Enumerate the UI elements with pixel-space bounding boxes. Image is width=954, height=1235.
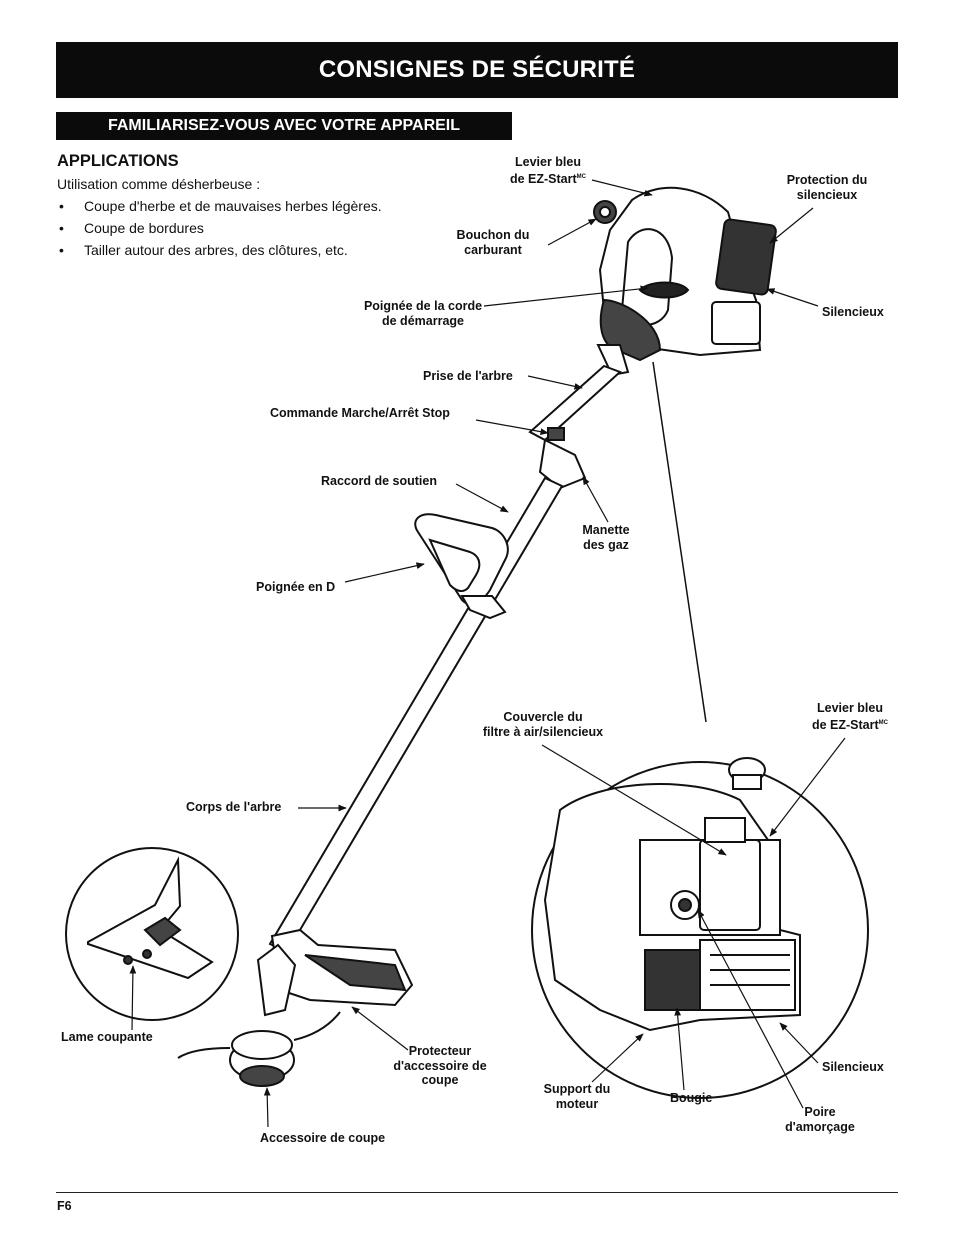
label-silencieux-detail: Silencieux: [822, 1060, 884, 1074]
bullet-icon: •: [59, 242, 64, 258]
list-item: •Coupe de bordures: [59, 220, 204, 236]
label-protection-silencieux: Protection du silencieux: [786, 173, 868, 202]
label-corps-arbre: Corps de l'arbre: [186, 800, 282, 814]
label-support-moteur: Support du moteur: [543, 1082, 611, 1111]
bullet-icon: •: [59, 198, 64, 214]
section-heading: FAMILIARISEZ-VOUS AVEC VOTRE APPAREIL: [56, 112, 512, 140]
bullet-icon: •: [59, 220, 64, 236]
callout-arrows: [129, 179, 846, 1128]
label-bouchon-carburant: Bouchon du carburant: [456, 228, 530, 257]
applications-list: •Coupe d'herbe et de mauvaises herbes lé…: [57, 198, 382, 264]
page-number: F6: [57, 1199, 72, 1213]
engine-detail-inset: [531, 757, 869, 1099]
list-item: •Coupe d'herbe et de mauvaises herbes lé…: [59, 198, 382, 214]
list-item: •Tailler autour des arbres, des clôtures…: [59, 242, 348, 258]
applications-intro: Utilisation comme désherbeuse :: [57, 176, 261, 192]
applications-heading: APPLICATIONS: [57, 152, 179, 170]
shaft-illustration: [268, 364, 622, 954]
engine-illustration: [593, 186, 777, 377]
label-poignee-corde: Poignée de la corde de démarrage: [363, 299, 483, 328]
label-prise-arbre: Prise de l'arbre: [423, 369, 513, 383]
label-accessoire-coupe: Accessoire de coupe: [260, 1131, 386, 1145]
label-couvercle-filtre: Couvercle du filtre à air/silencieux: [482, 710, 604, 739]
label-commande-marche-arret: Commande Marche/Arrêt Stop: [270, 406, 450, 420]
label-levier-bleu: Levier bleu de EZ-StartMC: [509, 155, 587, 186]
label-bougie: Bougie: [670, 1091, 713, 1105]
blade-detail-inset: [65, 847, 239, 1021]
label-poire-amorcage: Poire d'amorçage: [785, 1105, 855, 1134]
label-lame-coupante: Lame coupante: [61, 1030, 153, 1044]
cutting-head-illustration: [177, 928, 414, 1087]
label-levier-bleu-detail: Levier bleu de EZ-StartMC: [811, 701, 889, 732]
label-protecteur-accessoire: Protecteur d'accessoire de coupe: [393, 1044, 487, 1087]
footer-divider: [56, 1192, 898, 1193]
label-poignee-d: Poignée en D: [256, 580, 336, 594]
callout-connector: [652, 361, 707, 723]
label-silencieux: Silencieux: [822, 305, 884, 319]
label-manette-gaz: Manette des gaz: [582, 523, 630, 552]
label-raccord-soutien: Raccord de soutien: [321, 474, 437, 488]
page-title: CONSIGNES DE SÉCURITÉ: [56, 42, 898, 98]
